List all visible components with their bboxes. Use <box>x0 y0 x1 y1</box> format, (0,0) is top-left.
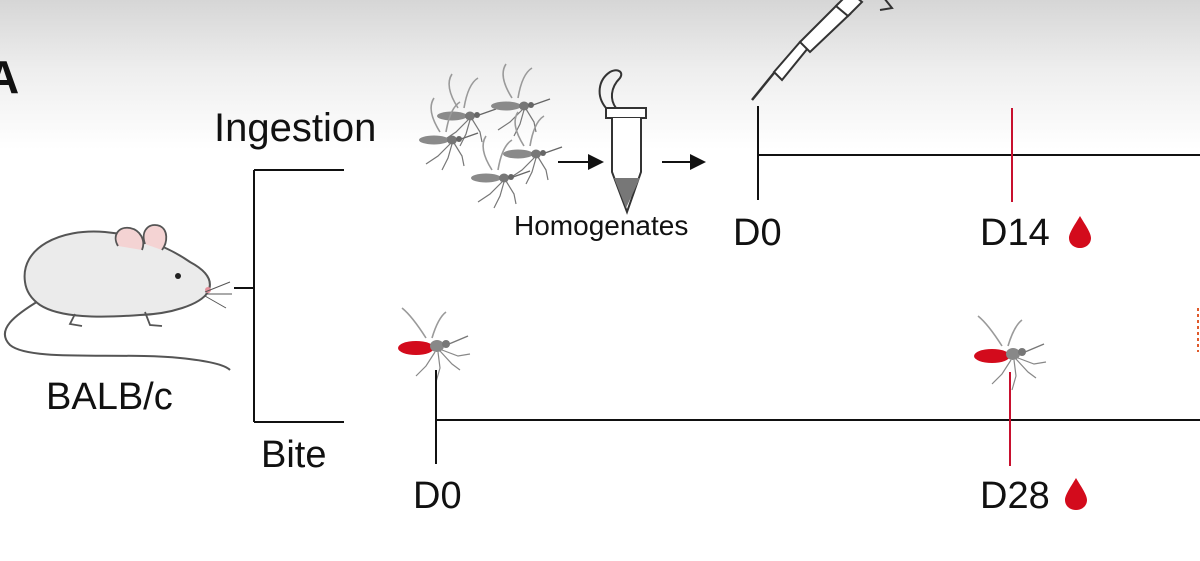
timeline-bite <box>435 308 1200 510</box>
timeline-ingestion <box>757 106 1200 248</box>
bite-d0-label: D0 <box>413 475 462 517</box>
mouse-strain-label: BALB/c <box>46 376 173 418</box>
blood-drop-icon <box>1069 216 1091 248</box>
microtube-icon <box>598 69 647 215</box>
blood-drop-icon <box>1065 478 1087 510</box>
bite-label: Bite <box>261 434 327 476</box>
mosquito-swarm-icon <box>418 63 563 209</box>
ingestion-d0-label: D0 <box>733 212 782 254</box>
blood-fed-mosquito-icon <box>397 307 471 383</box>
homogenates-label: Homogenates <box>514 210 689 241</box>
arrow-right-icon <box>558 154 604 170</box>
ingestion-d14-label: D14 <box>980 212 1050 254</box>
branch-lines <box>234 169 344 423</box>
ingestion-label: Ingestion <box>214 106 377 150</box>
bite-d28-label: D28 <box>980 475 1050 517</box>
mouse-icon <box>3 224 232 371</box>
panel-letter: A <box>0 51 20 103</box>
pipette-icon <box>751 0 894 101</box>
arrow-right-icon <box>662 154 706 170</box>
